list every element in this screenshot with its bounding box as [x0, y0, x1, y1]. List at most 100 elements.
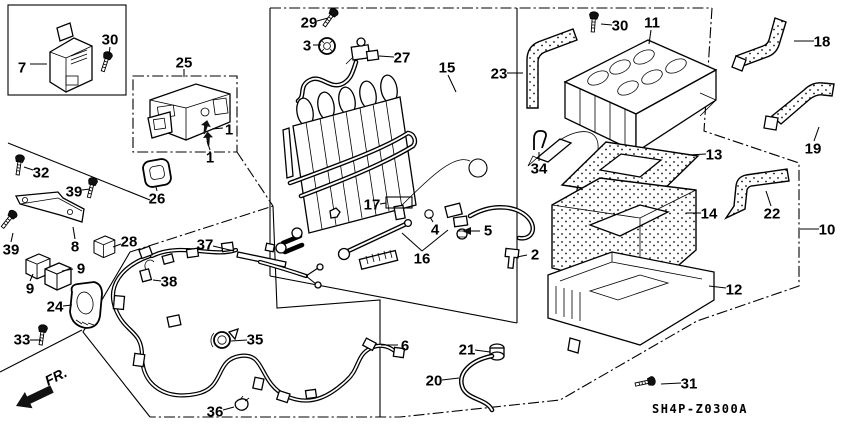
- part-label-38-15: 38: [161, 274, 178, 291]
- part-label-39-7: 39: [66, 184, 83, 201]
- part-label-18-35: 18: [814, 34, 831, 51]
- part-label-1-3: 1: [225, 122, 233, 139]
- lower-case-12-drawing: [547, 251, 715, 354]
- harness-connectors: [112, 241, 406, 404]
- leader-line-9: [29, 273, 34, 282]
- valve-union-drawing: [444, 202, 536, 241]
- part-label-37-16: 37: [197, 237, 214, 254]
- leader-line-32: [23, 166, 34, 171]
- part-label-21-20: 21: [459, 342, 476, 359]
- clip-38-drawing: [139, 259, 155, 283]
- part-label-31-42: 31: [681, 376, 698, 393]
- part-label-11-34: 11: [644, 15, 660, 32]
- mount-24-drawing: [69, 281, 103, 329]
- grommet-26-drawing: [142, 158, 172, 188]
- control-unit-box-outline: [132, 75, 238, 153]
- leader-line-12: [708, 285, 727, 289]
- relay-box-outline: [7, 4, 127, 96]
- part-label-36-18: 36: [207, 404, 224, 421]
- leader-line-16: [421, 229, 449, 252]
- part-label-30-33: 30: [612, 18, 629, 35]
- part-label-4-28: 4: [431, 222, 440, 239]
- housing-box-outline: [150, 7, 800, 418]
- bracket-8-drawing: [14, 191, 85, 223]
- receiver-pipe-16-drawing: [337, 218, 413, 270]
- part-label-26-5: 26: [149, 191, 166, 208]
- evaporator-core-15-drawing: [275, 74, 418, 255]
- part-label-34-31: 34: [531, 161, 548, 178]
- relay-28-drawing: [93, 235, 116, 259]
- bracket-37-drawing: [236, 242, 324, 289]
- bolt-32-drawing: [12, 153, 26, 176]
- screw-30-left-drawing: [98, 50, 114, 74]
- part-label-12-41: 12: [726, 282, 743, 299]
- leader-line-29: [316, 17, 329, 22]
- thermostat-17-drawing: [385, 158, 488, 221]
- grommet-3-drawing: [318, 37, 336, 55]
- part-label-35-17: 35: [247, 332, 264, 349]
- leader-line-2: [516, 254, 528, 258]
- bolt-33-drawing: [35, 323, 49, 346]
- harness-box-top-edge: [129, 205, 274, 253]
- phantom-link: [236, 151, 274, 207]
- part-label-27-24: 27: [394, 50, 411, 67]
- part-label-2-30: 2: [531, 247, 539, 264]
- part-label-29-22: 29: [301, 15, 318, 32]
- leader-line-22: [765, 190, 772, 207]
- part-label-6-19: 6: [401, 338, 409, 355]
- leader-line-16: [401, 232, 423, 252]
- seal-22-drawing: [724, 168, 790, 220]
- bolt-31-drawing: [633, 375, 657, 390]
- expansion-valve-27-drawing: [345, 37, 380, 65]
- part-label-9-11: 9: [77, 261, 85, 278]
- part-label-5-29: 5: [484, 223, 492, 240]
- leader-line-39: [81, 188, 91, 191]
- leader-line-39: [10, 232, 14, 243]
- part-label-24-13: 24: [47, 299, 64, 316]
- leader-line-24: [62, 304, 73, 307]
- region-boundaries: [0, 4, 800, 418]
- leader-line-38: [152, 279, 162, 282]
- leader-line-15: [447, 74, 457, 93]
- part-label-10-40: 10: [819, 222, 836, 239]
- upper-case-11-drawing: [563, 39, 718, 154]
- leader-line-28: [112, 243, 122, 248]
- leader-line-1: [211, 127, 224, 130]
- fr-label: FR.: [42, 364, 69, 388]
- part-label-16-27: 16: [414, 251, 431, 268]
- leader-line-26: [155, 186, 158, 192]
- part-label-33-14: 33: [14, 332, 31, 349]
- leader-line-19: [813, 126, 820, 142]
- relay-9b-drawing: [44, 262, 72, 291]
- leader-line-37: [212, 245, 235, 252]
- clip-36-drawing: [234, 395, 250, 411]
- part-label-19-36: 19: [805, 141, 822, 158]
- suction-pipe-drawing: [295, 59, 359, 104]
- seal-18-drawing: [731, 17, 787, 72]
- leader-line-1: [206, 140, 211, 151]
- part-label-23-32: 23: [491, 66, 508, 83]
- part-label-30-1: 30: [102, 32, 119, 49]
- grommet-35-drawing: [210, 327, 239, 349]
- bolt-39b-drawing: [0, 208, 19, 231]
- leader-line-17: [379, 202, 387, 205]
- harness-box-outline: [82, 205, 381, 418]
- leader-line-35: [230, 339, 248, 342]
- evaporator-box-outline: [269, 8, 518, 324]
- wire-harness-6-drawing: [110, 241, 406, 404]
- part-label-17-26: 17: [364, 197, 381, 214]
- leader-line-13: [687, 153, 707, 156]
- leader-line-8: [72, 226, 76, 240]
- leader-line-11: [648, 29, 652, 45]
- part-label-28-10: 28: [121, 234, 138, 251]
- part-label-9-12: 9: [26, 281, 34, 298]
- leader-line-30: [108, 46, 111, 56]
- drain-hose-20-drawing: [459, 353, 495, 413]
- part-label-13-37: 13: [706, 147, 723, 164]
- part-label-25-2: 25: [176, 55, 193, 72]
- part-label-8-9: 8: [71, 239, 79, 256]
- part-label-22-39: 22: [764, 206, 781, 223]
